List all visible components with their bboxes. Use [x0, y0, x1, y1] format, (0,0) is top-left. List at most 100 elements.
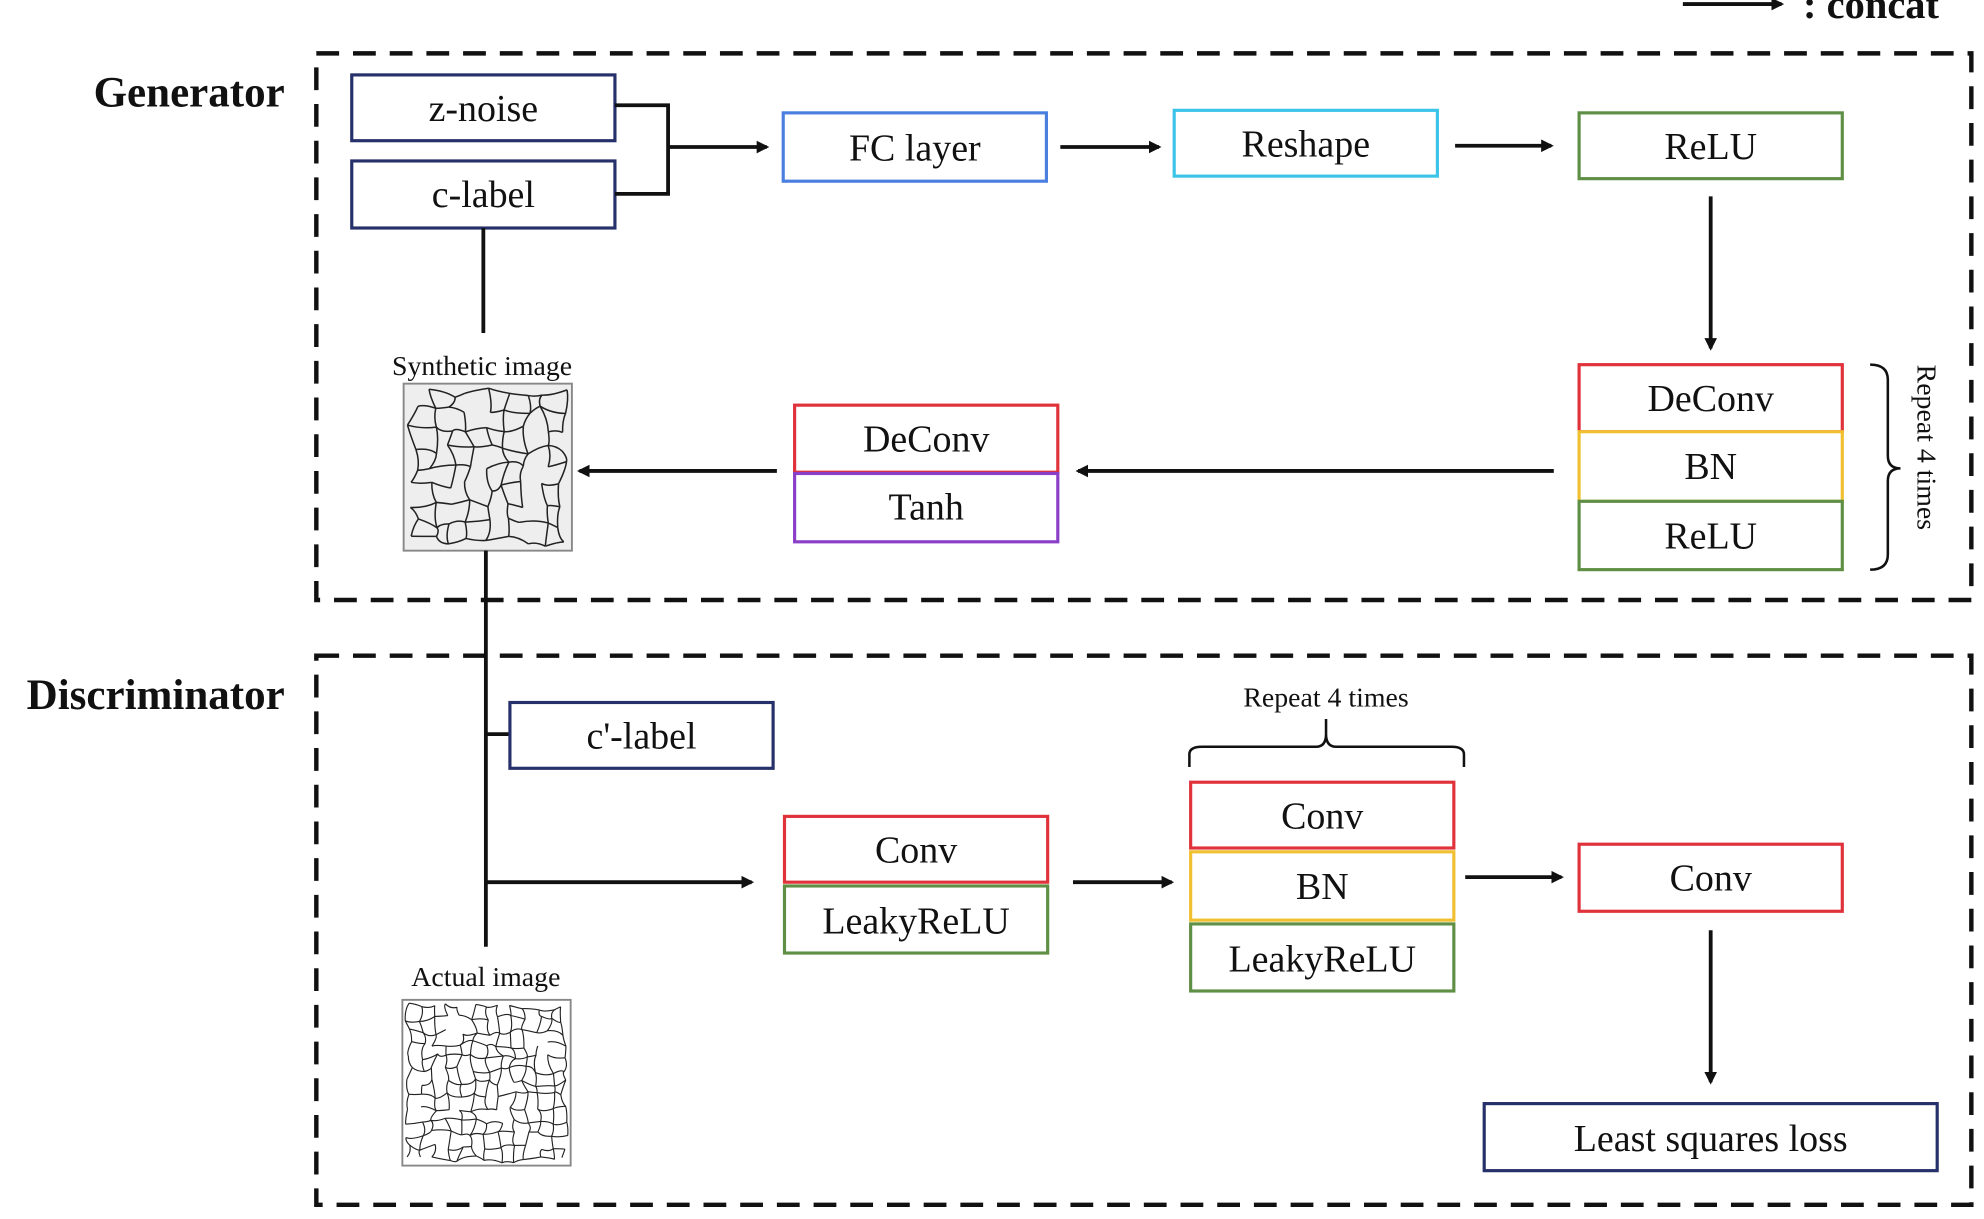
grain-boundary: [540, 1156, 555, 1160]
grain-boundary: [475, 1003, 487, 1008]
grain-boundary: [489, 1067, 502, 1073]
grain-boundary: [565, 1106, 568, 1123]
grain-boundary: [428, 453, 438, 470]
grain-boundary: [515, 1056, 528, 1060]
grain-boundary: [500, 461, 510, 486]
grain-boundary: [554, 1079, 567, 1087]
final-conv-box: Conv: [1577, 842, 1844, 913]
grain-boundary: [519, 520, 549, 524]
grain-boundary: [523, 1156, 542, 1161]
grain-boundary: [492, 444, 503, 449]
grain-boundary: [448, 406, 465, 413]
grain-boundary: [437, 1053, 447, 1057]
reshape-text: Reshape: [1242, 124, 1371, 166]
grain-boundary: [535, 1045, 539, 1056]
grain-boundary: [496, 1096, 499, 1110]
grain-boundary: [464, 499, 471, 523]
grain-boundary: [470, 1108, 488, 1113]
grain-boundary: [418, 1149, 421, 1158]
discriminator-repeat-block: Conv BN LeakyReLU: [1189, 780, 1456, 993]
grain-boundary: [418, 1021, 424, 1033]
grain-boundary: [485, 427, 493, 446]
grain-boundary: [461, 1118, 477, 1121]
grain-boundary: [539, 1149, 543, 1158]
grain-boundary: [421, 1079, 433, 1086]
grain-boundary: [456, 1007, 460, 1016]
grain-boundary: [473, 1070, 490, 1074]
grain-boundary: [486, 426, 505, 433]
concat-bracket: [614, 103, 670, 196]
grain-boundary: [484, 1147, 502, 1150]
grain-boundary: [536, 1030, 548, 1034]
deconv-text: DeConv: [1647, 378, 1773, 420]
grain-boundary: [500, 480, 521, 486]
grain-boundary: [535, 1086, 538, 1093]
grain-boundary: [405, 1137, 411, 1146]
repeat-label: Repeat 4 times: [1243, 682, 1408, 713]
generator-output-block: DeConv Tanh: [793, 403, 1060, 544]
grain-boundary: [470, 1146, 477, 1157]
grain-boundary: [501, 447, 510, 463]
grain-boundary: [497, 1013, 512, 1018]
grain-boundary: [529, 405, 541, 414]
grain-boundary: [503, 409, 530, 415]
grain-boundary: [447, 444, 475, 448]
grain-boundary: [552, 1148, 556, 1160]
grain-boundary: [519, 465, 524, 482]
grain-boundary: [487, 506, 491, 520]
grain-boundary: [470, 1092, 475, 1112]
grain-boundary: [486, 1043, 497, 1048]
grain-boundary: [445, 1066, 458, 1069]
grain-boundary: [431, 1156, 451, 1162]
grain-boundary: [431, 1034, 437, 1047]
grain-boundary: [459, 1039, 474, 1046]
grain-boundary: [495, 1046, 504, 1057]
grain-boundary: [547, 445, 551, 468]
grain-boundary: [472, 1040, 488, 1047]
grain-boundary: [435, 426, 439, 454]
grain-boundary: [456, 1054, 463, 1067]
grain-boundary: [450, 1159, 458, 1163]
grain-boundary: [563, 1057, 567, 1073]
grain-boundary: [552, 1108, 555, 1125]
grain-boundary: [500, 1144, 515, 1149]
grain-boundary: [541, 482, 559, 486]
grain-boundary: [485, 1055, 504, 1059]
grain-boundary: [484, 1096, 489, 1110]
discriminator-first-block: Conv LeakyReLU: [782, 814, 1050, 955]
grain-boundary: [538, 1009, 555, 1012]
grain-boundary: [415, 449, 420, 471]
grain-boundary: [504, 425, 524, 433]
grain-boundary: [527, 1122, 531, 1133]
grain-boundary: [534, 1072, 537, 1087]
grain-boundary: [513, 1079, 522, 1083]
grain-boundary: [560, 1079, 567, 1095]
grain-boundary: [547, 1054, 566, 1059]
grain-boundary: [465, 426, 487, 433]
grain-boundary: [521, 1066, 527, 1081]
grain-boundary: [497, 1131, 502, 1148]
grain-boundary: [469, 499, 489, 508]
grain-boundary: [496, 1016, 501, 1034]
grain-boundary: [553, 1091, 562, 1096]
grain-boundary: [410, 518, 420, 537]
grain-boundary: [405, 1020, 420, 1023]
grain-boundary: [546, 505, 550, 524]
grain-boundary: [560, 1094, 567, 1107]
grain-boundary: [508, 1067, 515, 1083]
grain-boundary: [456, 1155, 477, 1162]
grain-boundary: [515, 1091, 529, 1094]
grain-boundary: [513, 1119, 529, 1124]
grain-boundary: [455, 464, 471, 468]
grain-boundary: [507, 503, 523, 509]
grain-boundary: [469, 1054, 474, 1072]
repeat-label-vertical: Repeat 4 times: [1910, 365, 1941, 530]
grain-boundary: [508, 517, 520, 524]
grain-boundary: [537, 1131, 552, 1137]
grain-boundary: [421, 1059, 425, 1072]
grain-boundary: [472, 1032, 478, 1041]
grain-boundary: [463, 481, 471, 501]
grain-boundary: [471, 1018, 489, 1021]
grain-boundary: [430, 1067, 433, 1080]
grain-boundary: [444, 1067, 450, 1081]
